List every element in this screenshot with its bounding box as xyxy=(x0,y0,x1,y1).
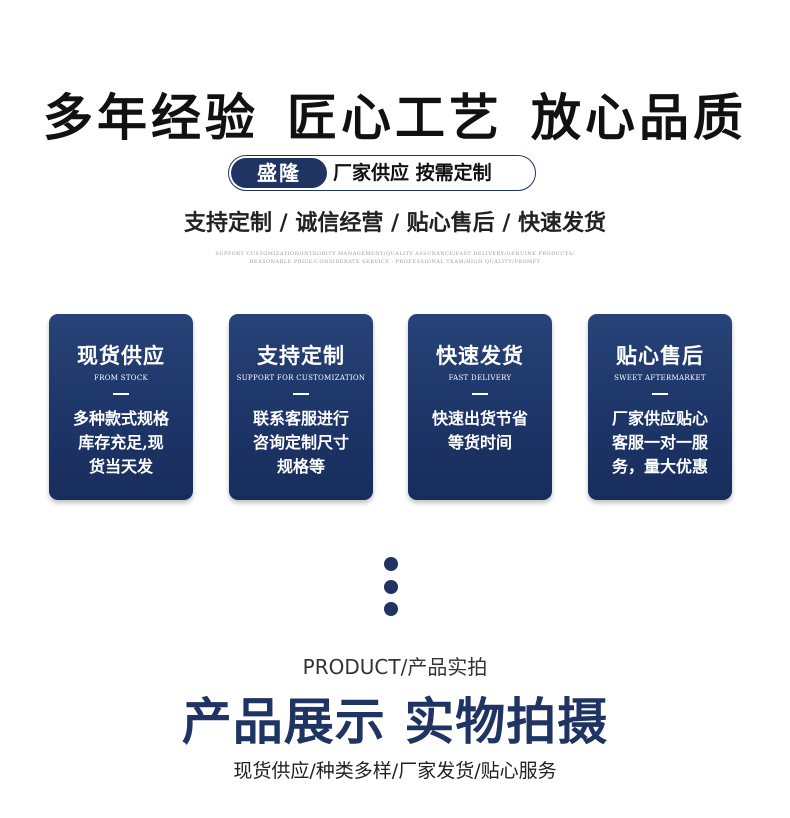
product-subtitle: 现货供应/种类多样/厂家发货/贴心服务 xyxy=(233,760,557,782)
card-title: 支持定制 xyxy=(257,343,345,368)
headline-part: 匠心工艺 xyxy=(287,88,503,147)
card-description: 厂家供应贴心 客服一对一服 务，量大优惠 xyxy=(598,407,722,479)
card-description: 联系客服进行 咨询定制尺寸 规格等 xyxy=(239,407,363,479)
feature-card-custom: 支持定制 SUPPORT FOR CUSTOMIZATION 联系客服进行 咨询… xyxy=(229,314,373,500)
card-description: 快速出货节省 等货时间 xyxy=(418,407,542,455)
card-title: 贴心售后 xyxy=(616,343,704,368)
feature-cards: 现货供应 FROM STOCK 多种款式规格 库存充足,现 货当天发 支持定制 … xyxy=(49,314,749,500)
card-desc-line: 货当天发 xyxy=(88,457,153,476)
headline-part: 放心品质 xyxy=(531,88,747,147)
english-tagline: SUPPORT CUSTOMIZATION/INTEGRITY MANAGEME… xyxy=(215,251,575,257)
card-divider xyxy=(293,393,309,395)
feature-card-stock: 现货供应 FROM STOCK 多种款式规格 库存充足,现 货当天发 xyxy=(49,314,193,500)
headline: 多年经验匠心工艺放心品质 xyxy=(0,78,790,150)
card-subtitle: FAST DELIVERY xyxy=(448,374,512,382)
service-subline: 支持定制 / 诚信经营 / 贴心售后 / 快速发货 xyxy=(183,211,607,236)
card-desc-line: 咨询定制尺寸 xyxy=(252,433,349,452)
card-desc-line: 快速出货节省 xyxy=(431,409,528,428)
card-desc-line: 库存充足,现 xyxy=(78,433,164,452)
feature-card-delivery: 快速发货 FAST DELIVERY 快速出货节省 等货时间 xyxy=(408,314,552,500)
card-title: 快速发货 xyxy=(436,343,524,368)
english-tagline: REASONABLE PRICE/CONSIDERATE SERVICE · P… xyxy=(249,259,541,265)
card-desc-line: 联系客服进行 xyxy=(252,409,349,428)
card-description: 多种款式规格 库存充足,现 货当天发 xyxy=(59,407,183,479)
product-label: PRODUCT/产品实拍 xyxy=(302,655,488,679)
dot xyxy=(384,602,398,616)
card-subtitle: SWEET AFTERMARKET xyxy=(614,374,706,382)
card-desc-line: 等货时间 xyxy=(447,433,512,452)
product-title: 产品展示 实物拍摄 xyxy=(181,693,609,751)
card-divider xyxy=(472,393,488,395)
headline-part: 多年经验 xyxy=(43,88,259,147)
brand-badge: 盛隆 厂家供应 按需定制 xyxy=(228,155,536,191)
card-desc-line: 厂家供应贴心 xyxy=(611,409,708,428)
card-divider xyxy=(113,393,129,395)
card-desc-line: 规格等 xyxy=(276,457,325,476)
card-desc-line: 多种款式规格 xyxy=(72,409,169,428)
card-subtitle: FROM STOCK xyxy=(93,374,149,382)
card-divider xyxy=(652,393,668,395)
card-title: 现货供应 xyxy=(77,343,165,368)
card-subtitle: SUPPORT FOR CUSTOMIZATION xyxy=(236,374,366,382)
badge-slogan: 厂家供应 按需定制 xyxy=(333,162,492,184)
dot xyxy=(384,580,398,594)
card-desc-line: 客服一对一服 xyxy=(611,433,708,452)
brand-name: 盛隆 xyxy=(231,158,327,188)
dot xyxy=(384,557,398,571)
card-desc-line: 务，量大优惠 xyxy=(611,457,708,476)
feature-card-aftersale: 贴心售后 SWEET AFTERMARKET 厂家供应贴心 客服一对一服 务，量… xyxy=(588,314,732,500)
